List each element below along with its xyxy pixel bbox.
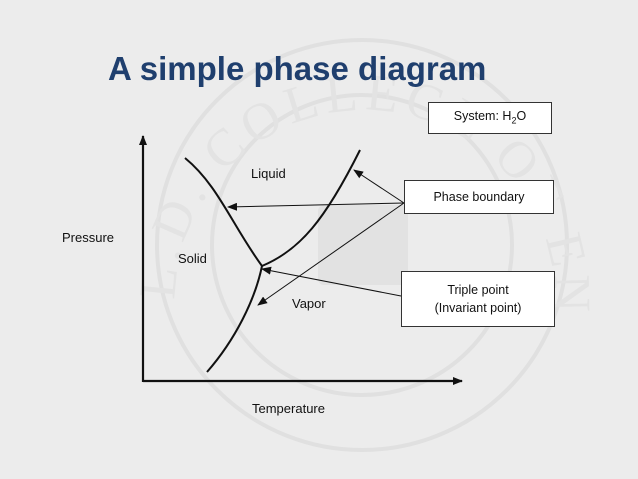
phase-boundary-box: Phase boundary xyxy=(404,180,554,214)
system-box: System: H2O xyxy=(428,102,552,134)
system-text: System: H2O xyxy=(453,108,527,126)
slide-title: A simple phase diagram xyxy=(108,50,487,87)
region-label-solid: Solid xyxy=(178,251,207,266)
phase-boundary-arrow-3 xyxy=(257,202,405,306)
solid-vapor-boundary xyxy=(206,265,263,373)
region-label-liquid: Liquid xyxy=(251,166,286,181)
triple-point-arrow xyxy=(261,266,402,297)
y-axis-label: Pressure xyxy=(62,230,115,245)
phase-boundary-arrow-2 xyxy=(227,202,405,211)
triple-point-line1: Triple point xyxy=(447,283,509,297)
x-axis-label: Temperature xyxy=(252,401,325,416)
triple-point-box: Triple point (Invariant point) xyxy=(401,271,555,327)
triple-point-line2: (Invariant point) xyxy=(434,301,522,315)
liquid-vapor-boundary xyxy=(261,149,361,267)
solid-liquid-boundary xyxy=(184,157,263,267)
phase-boundary-text: Phase boundary xyxy=(433,190,525,204)
phase-boundary-arrow-1 xyxy=(353,169,405,204)
region-label-vapor: Vapor xyxy=(292,296,326,311)
